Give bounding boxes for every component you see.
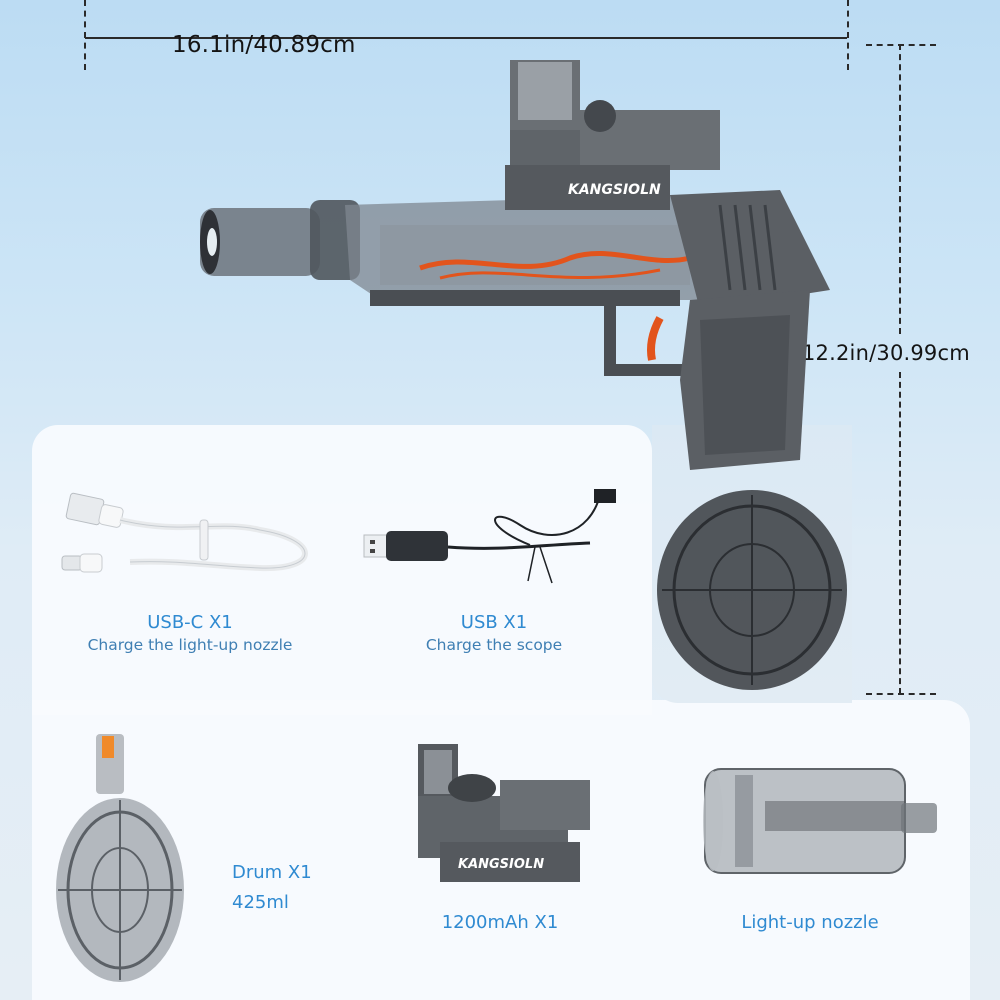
height-top-tick bbox=[866, 44, 936, 46]
accessory-subtitle-drum: 425ml bbox=[232, 892, 289, 913]
accessory-subtitle-usb-c: Charge the light-up nozzle bbox=[87, 636, 293, 654]
accessory-title-drum: Drum X1 bbox=[232, 862, 312, 883]
brand-logo: KANGSIOLN bbox=[568, 182, 661, 198]
accessories-panel-top bbox=[32, 425, 652, 715]
red-dot-scope-image: KANGSIOLN bbox=[418, 744, 590, 882]
nozzle-icon bbox=[200, 200, 360, 280]
drum-image bbox=[56, 734, 184, 982]
height-bottom-tick bbox=[866, 693, 936, 695]
usb-cable-image bbox=[363, 489, 616, 584]
accessory-title-usb: USB X1 bbox=[460, 612, 528, 633]
length-right-tick bbox=[847, 0, 849, 70]
accessory-title-nozzle: Light-up nozzle bbox=[741, 912, 879, 933]
length-left-tick bbox=[84, 0, 86, 70]
water-gun-image: KANGSIOLN bbox=[200, 60, 847, 690]
scope-icon: KANGSIOLN bbox=[505, 60, 720, 210]
height-dimension-label: 12.2in/30.99cm bbox=[802, 341, 970, 365]
height-line-lower bbox=[899, 372, 901, 694]
usb-c-cable-image bbox=[61, 492, 308, 573]
length-dimension-label: 16.1in/40.89cm bbox=[172, 32, 356, 58]
accessory-title-usb-c: USB-C X1 bbox=[147, 612, 233, 633]
light-up-nozzle-image bbox=[703, 768, 937, 874]
scope-brand-logo: KANGSIOLN bbox=[458, 857, 544, 872]
length-line bbox=[85, 37, 847, 39]
accessory-title-battery: 1200mAh X1 bbox=[441, 912, 559, 933]
drum-magazine-icon bbox=[657, 490, 847, 690]
accessory-subtitle-usb: Charge the scope bbox=[425, 636, 563, 654]
height-line-upper bbox=[899, 44, 901, 334]
